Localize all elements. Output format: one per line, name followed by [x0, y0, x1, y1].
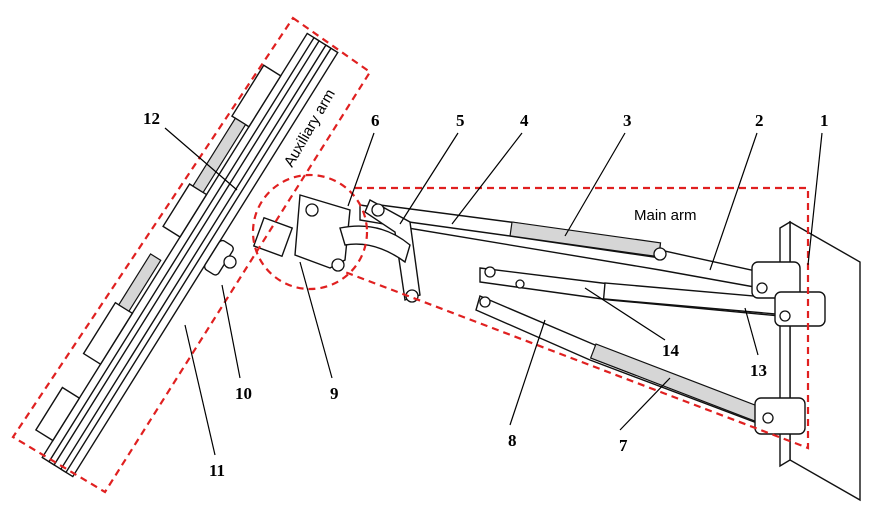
label-6: 6 [371, 111, 380, 130]
joint-region-circle [251, 173, 369, 291]
main-arm-links [223, 194, 826, 435]
label-9: 9 [330, 384, 339, 403]
label-8: 8 [508, 431, 517, 450]
label-2: 2 [755, 111, 764, 130]
auxiliary-arm-region [11, 16, 372, 494]
label-7: 7 [619, 436, 628, 455]
main-arm-region [344, 186, 810, 450]
main-arm-caption: Main arm [634, 207, 697, 224]
label-13: 13 [750, 361, 767, 380]
label-12: 12 [143, 109, 160, 128]
label-11: 11 [209, 461, 225, 480]
label-4: 4 [520, 111, 529, 130]
auxiliary-arm-frame [34, 32, 339, 478]
leader-lines [164, 127, 823, 456]
label-5: 5 [456, 111, 465, 130]
label-3: 3 [623, 111, 632, 130]
label-14: 14 [662, 341, 680, 360]
label-1: 1 [820, 111, 829, 130]
label-10: 10 [235, 384, 252, 403]
